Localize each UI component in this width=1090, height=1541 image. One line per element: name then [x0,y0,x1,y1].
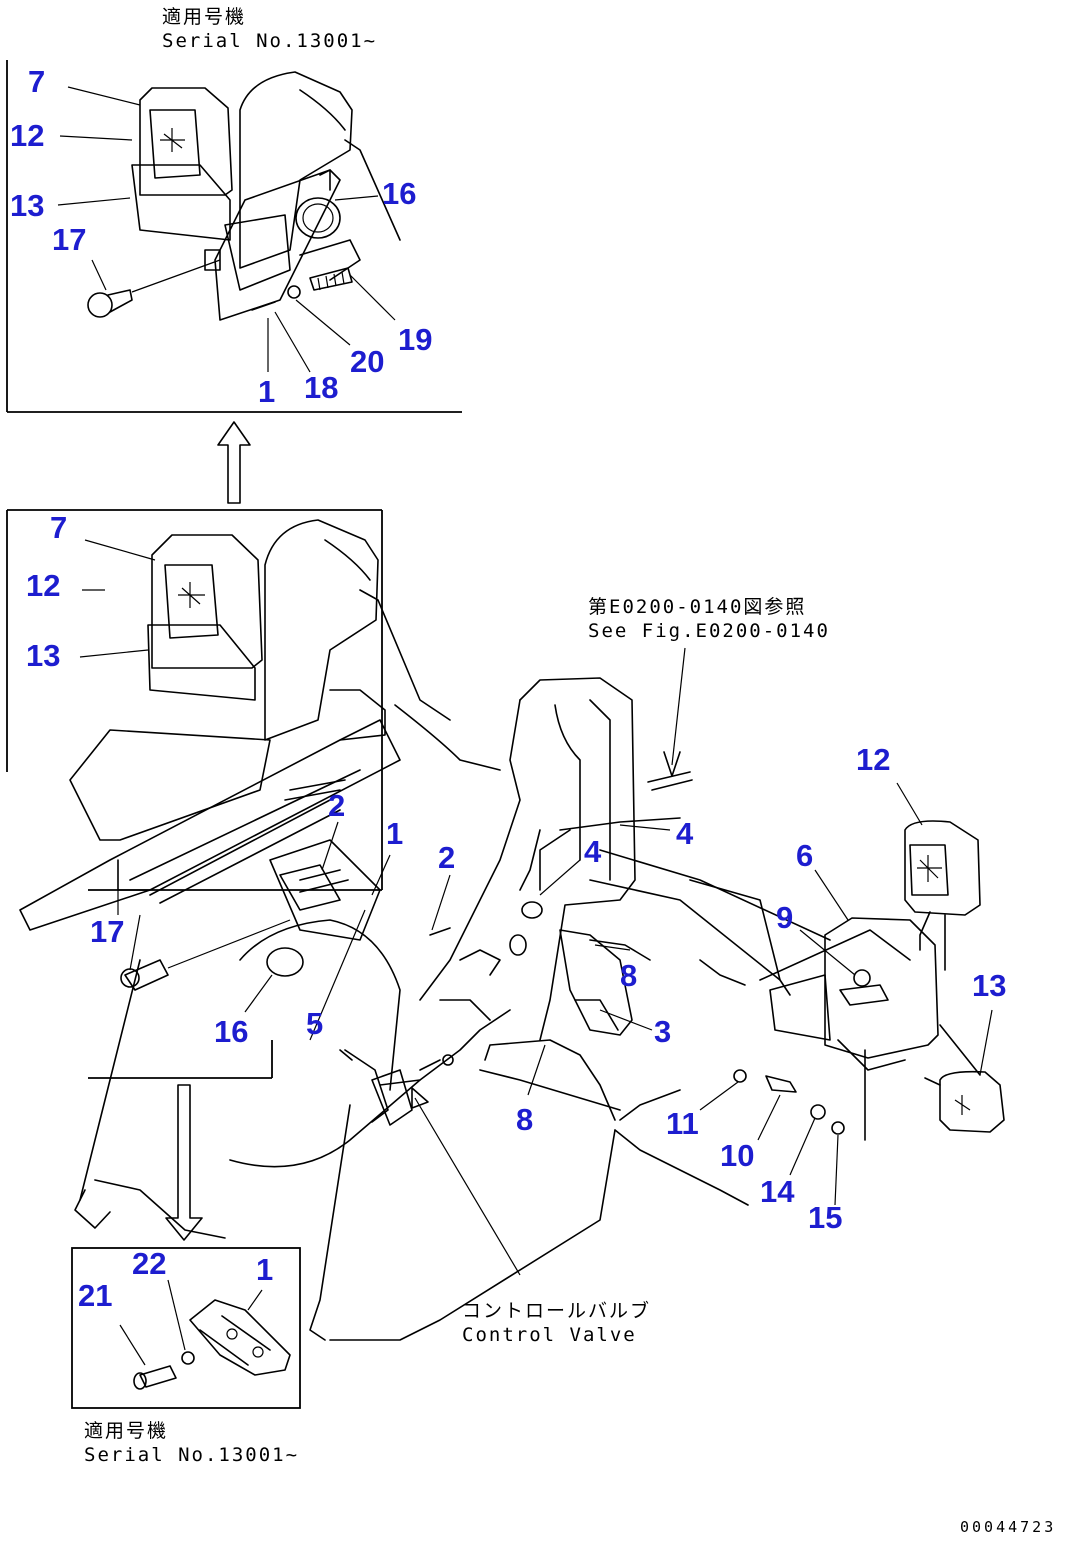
control-valve-note: コントロールバルブ Control Valve [462,1300,651,1348]
bottom-serial-note: 適用号機 Serial No.13001~ [84,1420,299,1468]
top-inset-leader-lines [57,86,396,373]
bottom-note-jp: 適用号機 [84,1420,169,1442]
callout-main-8a: 8 [620,958,638,993]
control-valve-jp: コントロールバルブ [462,1300,652,1322]
callout-main-17: 17 [90,914,125,949]
callout-inset-21: 21 [78,1278,113,1313]
callout-main-16: 16 [214,1014,249,1049]
callout-main-12r: 12 [856,742,891,777]
callout-main-10: 10 [720,1138,755,1173]
callout-top-17: 17 [52,222,87,257]
bottom-inset-part [119,1279,291,1390]
callout-main-13r: 13 [972,968,1007,1003]
callout-top-19: 19 [398,322,433,357]
callout-main-2b: 2 [438,840,456,875]
control-valve-arrow [411,1087,521,1276]
top-inset-lamp-assembly [87,71,401,321]
callout-top-20: 20 [350,344,385,379]
callout-main-7: 7 [50,510,68,545]
top-note-jp: 適用号機 [162,6,247,28]
arrow-up-icon [217,421,251,504]
callout-main-6: 6 [796,838,814,873]
callout-main-12: 12 [26,568,61,603]
callout-main-15: 15 [808,1200,843,1235]
callout-main-9: 9 [776,900,794,935]
callout-inset-22: 22 [132,1246,167,1281]
callout-main-3: 3 [654,1014,672,1049]
see-fig-en: See Fig.E0200-0140 [588,619,830,642]
callout-main-11: 11 [666,1106,699,1141]
control-valve-en: Control Valve [462,1323,637,1346]
drawing-code: 00044723 [960,1518,1057,1536]
callout-main-4a: 4 [676,816,694,851]
main-leader-lines [79,539,993,1206]
callout-top-13: 13 [10,188,45,223]
see-fig-jp: 第E0200-0140図参照 [588,596,807,618]
callout-main-4b: 4 [584,834,602,869]
bottom-inset-frame [71,1247,301,1409]
callout-top-12: 12 [10,118,45,153]
callout-top-7: 7 [28,64,46,99]
see-fig-arrow [647,647,693,791]
callout-top-16: 16 [382,176,417,211]
main-frame [6,509,383,1079]
callout-main-14: 14 [760,1174,795,1209]
top-inset-frame [6,60,462,413]
callout-main-13: 13 [26,638,61,673]
top-note-en: Serial No.13001~ [162,29,378,52]
callout-main-1: 1 [386,816,404,851]
callout-top-18: 18 [304,370,339,405]
callout-main-2a: 2 [328,788,346,823]
callout-inset-1: 1 [256,1252,274,1287]
callout-main-5: 5 [306,1006,324,1041]
callout-top-1: 1 [258,374,276,409]
bottom-note-en: Serial No.13001~ [84,1443,300,1466]
main-machine-outline [19,519,1005,1341]
top-serial-note: 適用号機 Serial No.13001~ [162,6,377,54]
see-fig-note: 第E0200-0140図参照 See Fig.E0200-0140 [588,596,830,644]
arrow-down-icon [165,1084,203,1241]
callout-main-8b: 8 [516,1102,534,1137]
